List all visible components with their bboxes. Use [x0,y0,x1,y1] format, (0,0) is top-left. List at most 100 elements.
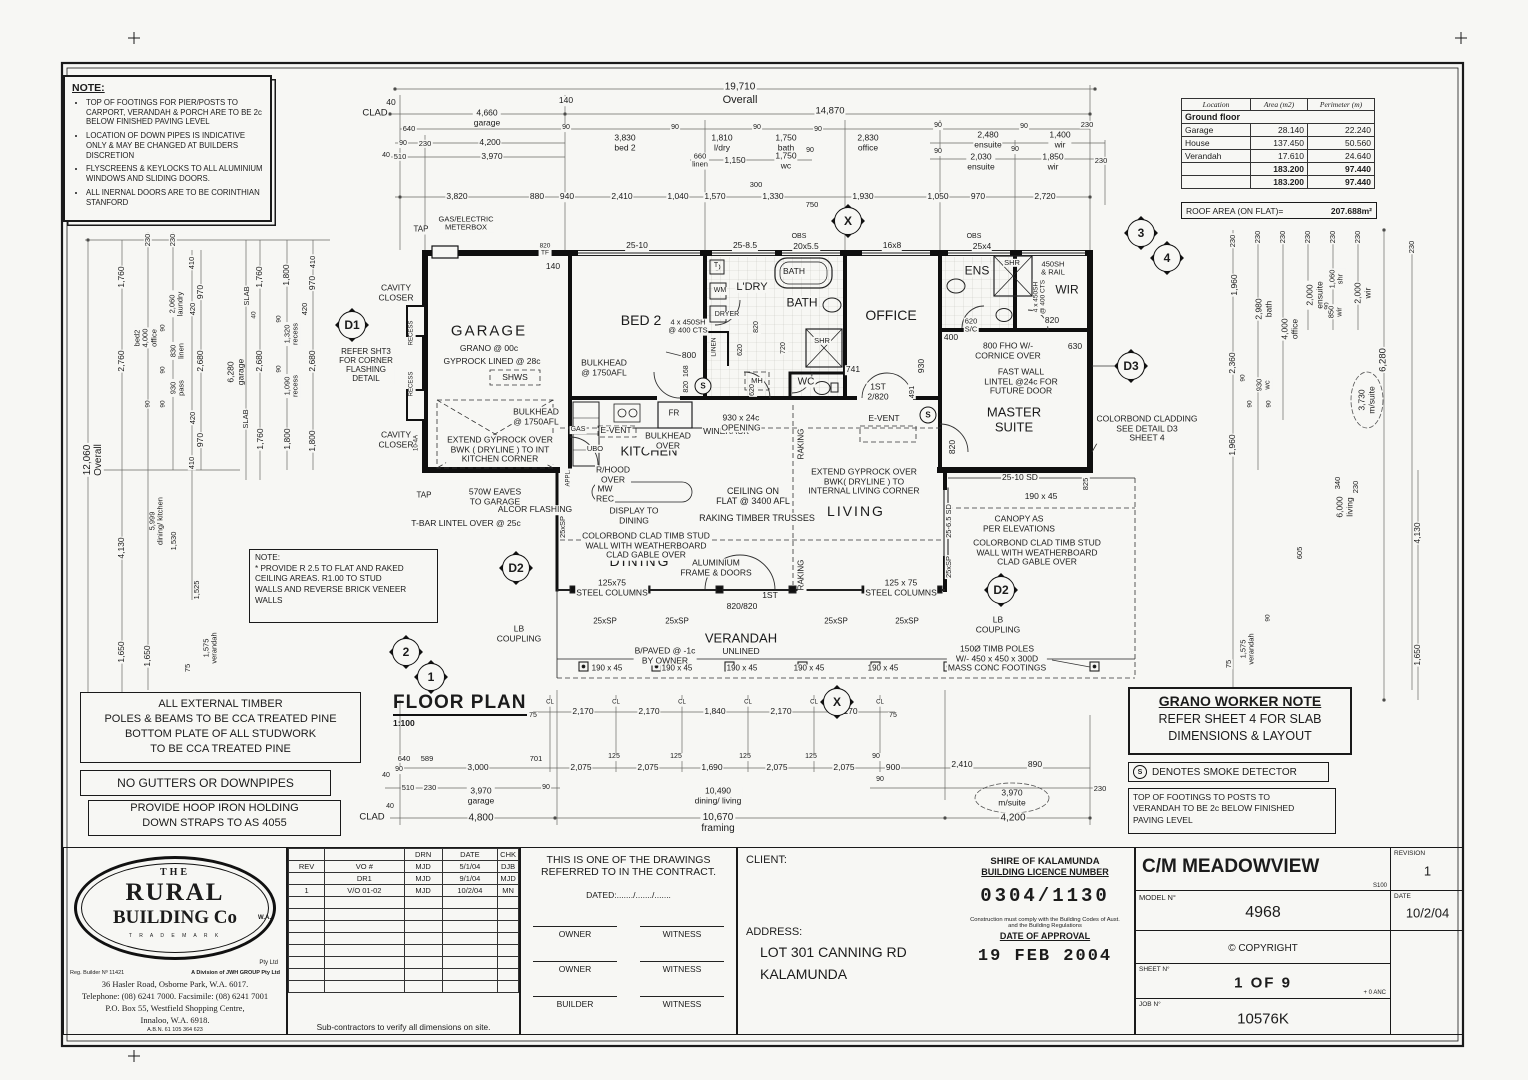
revision-value: 1 [1423,863,1432,879]
plan-text: 90 [144,399,152,409]
plan-text: 90 [561,124,571,132]
plan-text: 3,820 [445,191,469,202]
plan-text: 800 [680,350,698,361]
rev-cell: CHK [497,848,519,861]
plan-text: 420 [299,301,310,317]
plan-text: 90 [398,140,408,148]
detail-marker-4: 4 [1150,241,1184,275]
builder-logo: THE RURAL BUILDING Co T R A D E M A R K … [74,856,276,960]
area-room: House [1181,136,1251,150]
stamp-shire: SHIRE OF KALAMUNDA [990,856,1100,867]
plan-text: CEILING ON FLAT @ 3400 AFL [715,485,791,507]
area-table: Location Area (m2) Perimeter (m) Ground … [1181,98,1375,189]
plan-text: 90 [933,122,943,130]
plan-text: 90 [871,753,881,761]
rev-cell: 5/1/04 [441,860,499,873]
plan-text: T [712,262,720,270]
plan-text: 2,720 [1033,191,1057,202]
address-line: Telephone: (08) 6241 7000. Facsimile: (0… [81,991,269,1001]
plan-text: GAS/ELECTRIC METERBOX [437,214,495,233]
note-list: TOP OF FOOTINGS FOR PIER/POSTS TO CARPOR… [72,98,263,207]
plan-text: 1,650 [142,644,153,668]
plan-text: 190 x 45 [792,663,826,674]
plan-text: BED 2 [619,312,663,329]
plan-text: 4,200 [999,812,1027,824]
plan-text: 4 x 450SH @ 400 CTS [1032,278,1048,316]
rev-cell [287,848,326,861]
plan-text: GARAGE [449,322,529,341]
plan-text: 1,060 shr [1327,268,1346,290]
stamp-licence-number: 0304/1130 [980,885,1110,907]
plan-text: 12,060 Overall [81,443,105,477]
plan-text: 2,030 ensuite [966,151,996,172]
rev-cell: VO # [324,860,405,873]
address-line: P.O. Box 55, Westfield Shopping Centre, [105,1003,245,1013]
plan-text: 6,000 living [1334,495,1355,519]
plan-text: 25xSP [664,616,690,627]
signature-witness: WITNESS [639,926,724,939]
plan-text: 190 x 45 [660,663,694,674]
hoop-iron-note-box: PROVIDE HOOP IRON HOLDING DOWN STRAPS TO… [88,800,341,836]
plan-text: 25-10 SD [1001,472,1039,483]
plan-text: 2,410 [950,759,974,770]
plan-text: UBO [585,443,605,454]
plan-text: DISPLAY TO DINING [608,505,660,526]
plan-text: 90 [541,784,551,792]
contract-line: REFERRED TO IN THE CONTRACT. [540,866,717,878]
plan-text: 90 [875,776,885,784]
plan-text: E-VENT [599,425,633,436]
plan-text: 90 [813,126,823,134]
plan-text: 16x8 [881,240,903,251]
roof-area-value: 207.688m² [1330,205,1372,216]
plan-text: LB COUPLING [974,614,1022,635]
detail-marker-1: 1 [414,660,448,694]
plan-text: 10-4A [413,433,421,453]
plan-text: 230 [1227,233,1238,249]
plan-text: 830 linen [168,342,187,360]
plan-text: FR [667,408,681,419]
plan-text: Overall [721,93,759,107]
area-col-header: Location [1181,98,1251,111]
perimeter-value: 22.240 [1307,123,1375,137]
plan-text: 800 FHO W/- CORNICE OVER [974,340,1042,361]
signature-builder: BUILDER [533,996,618,1009]
plan-text: 230 [1352,229,1363,245]
plan-text: 720 [780,341,788,355]
plan-text: ALUMINIUM FRAME & DOORS [679,557,753,578]
plan-text: REFER SHT3 FOR CORNER FLASHING DETAIL [338,347,394,384]
plan-text: 820 168 [683,364,691,394]
plan-text: CAVITY CLOSER [377,429,415,450]
rev-cell: MJD [403,872,443,885]
detail-marker-x: X [820,685,854,719]
contract-box: THIS IS ONE OF THE DRAWINGS REFERRED TO … [520,847,737,1035]
plan-text: 2,830 office [856,132,880,153]
plan-text: B/PAVED @ -1c BY OWNER [633,645,697,666]
plan-text: SHR [1003,257,1021,268]
plan-text: 1,800 [281,263,292,287]
plan-text: 1,530 [168,530,179,552]
plan-text: 1,800 [282,427,293,451]
plan-text: 125 [607,753,621,761]
plan-text: 1,690 [700,762,724,773]
plan-text: 400 [942,332,960,343]
note-item: ALL INERNAL DOORS ARE TO BE CORINTHIAN S… [86,188,263,207]
stamp-licence-label: BUILDING LICENCE NUMBER [981,867,1109,877]
plan-text: 90 [933,148,943,156]
rev-cell: MN [497,884,519,897]
stamp-comply-line: Construction must comply with the Buildi… [970,917,1120,923]
plan-text: 230 [1079,119,1095,130]
plan-text: 2,075 [832,762,856,773]
plan-text: 340 [1332,475,1343,491]
plan-text: 741 [844,364,862,375]
plan-text: 2,000 wir [1352,281,1373,305]
logo-wa: W.A. [258,915,271,921]
plan-text: BULKHEAD @ 1750AFL [512,406,560,427]
plan-text: GAS [569,426,587,434]
plan-text: BULKHEAD OVER [644,430,692,451]
plan-text: 2,075 [569,762,593,773]
site-address-line1: LOT 301 CANNING RD [760,944,907,960]
rev-cell: DJB [497,860,519,873]
plan-text: 25xSP [592,616,618,627]
plan-text: 1,850 wir [1041,151,1065,172]
plan-text: 90 [159,323,167,333]
